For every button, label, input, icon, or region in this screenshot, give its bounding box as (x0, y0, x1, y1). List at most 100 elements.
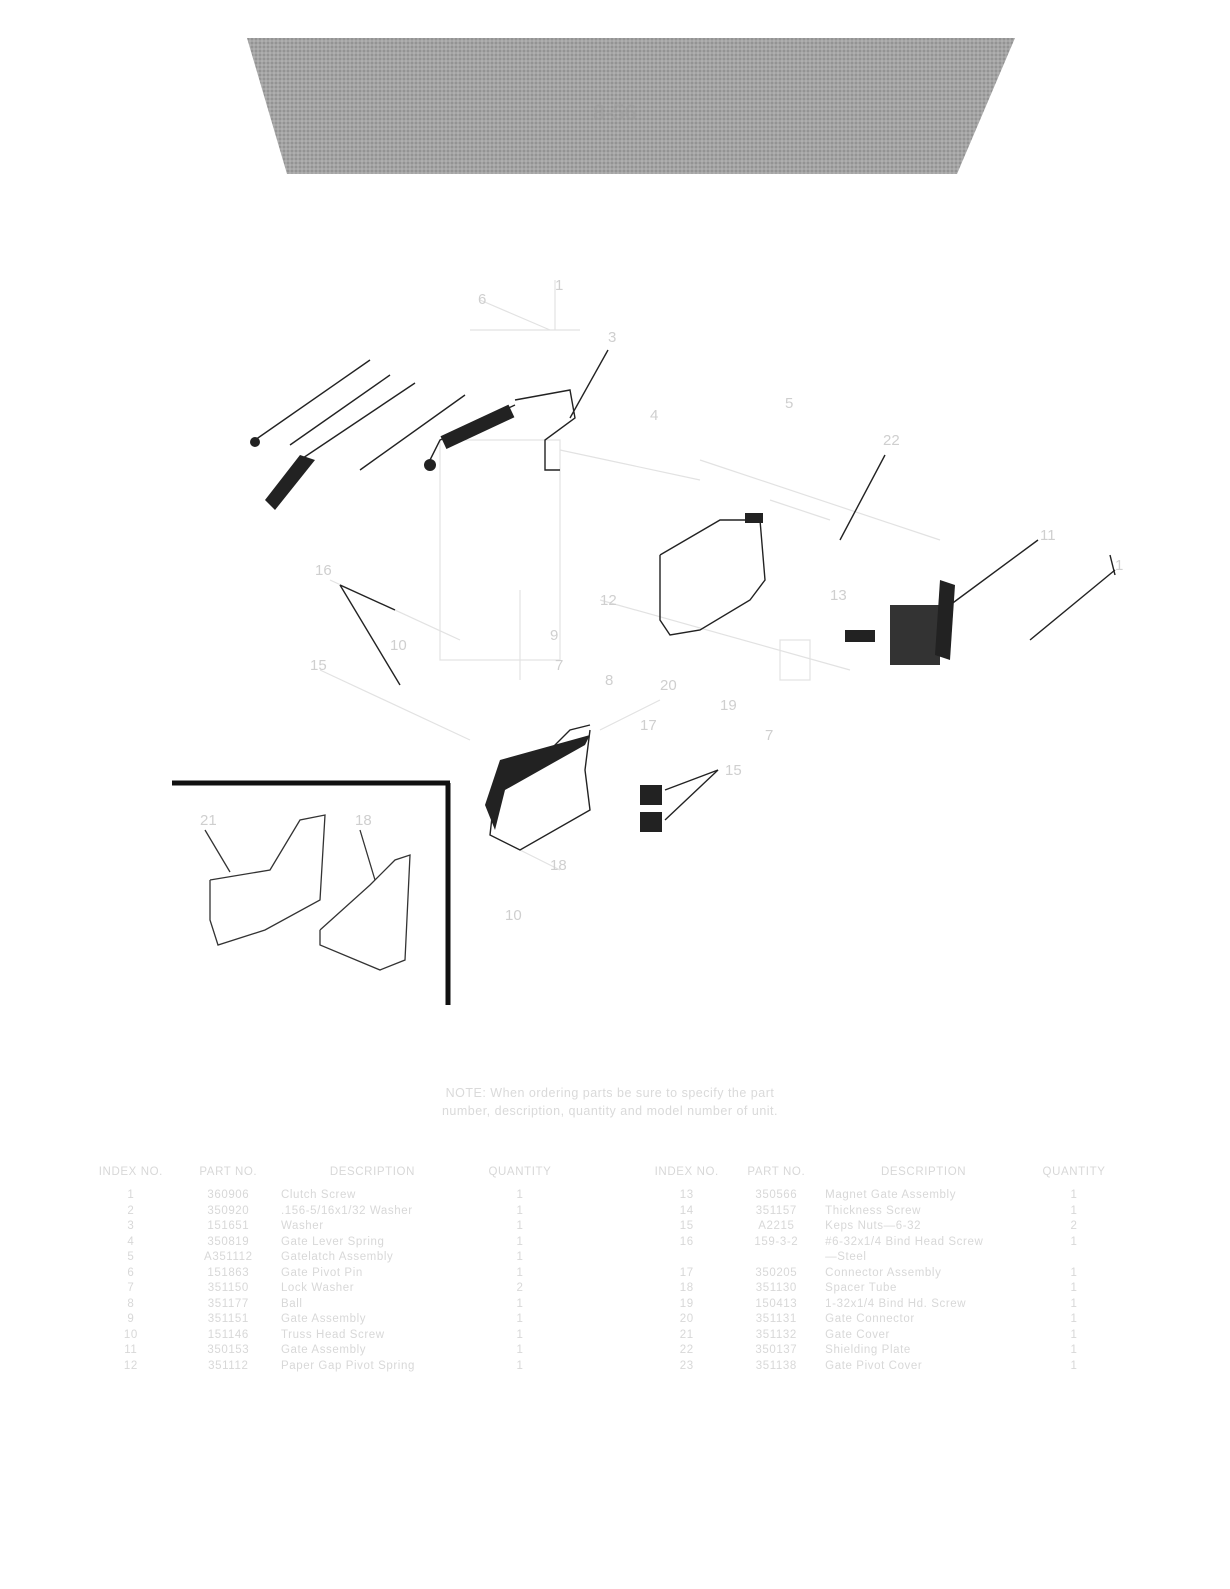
cell-index: 19 (679, 1297, 694, 1310)
cell-index: 8 (127, 1297, 135, 1310)
callout: 19 (720, 697, 737, 714)
cell-index: 7 (127, 1282, 135, 1294)
cell-desc: Connector Assembly (825, 1266, 942, 1279)
ordering-note: NOTE: When ordering parts be sure to spe… (380, 1084, 840, 1120)
callout: 12 (600, 592, 617, 609)
cell-qty: 1 (1070, 1189, 1078, 1201)
cell-index: 3 (127, 1220, 135, 1232)
cell-index: 18 (679, 1282, 694, 1294)
cell-qty (1028, 1250, 1120, 1266)
cell-desc: —Steel (825, 1251, 867, 1263)
cell-index (640, 1250, 733, 1266)
cell-desc: Gatelatch Assembly (280, 1251, 394, 1263)
cell-qty: 1 (1070, 1235, 1078, 1248)
cell-part: 151651 (207, 1220, 250, 1232)
col-header: PART NO. (747, 1166, 806, 1178)
cell-desc: Magnet Gate Assembly (825, 1189, 957, 1201)
cell-part: 159-3-2 (754, 1235, 799, 1248)
callout: 15 (310, 657, 327, 674)
cell-index: 17 (679, 1266, 694, 1279)
cell-index: 9 (127, 1313, 135, 1325)
callout: 18 (550, 857, 567, 874)
cell-desc: Spacer Tube (825, 1282, 897, 1294)
cell-part: 351130 (755, 1282, 797, 1294)
callout: 3 (608, 329, 616, 346)
cell-desc: Gate Cover (825, 1328, 890, 1341)
cell-part: 150413 (755, 1297, 798, 1310)
cell-index: 22 (679, 1344, 694, 1356)
cell-qty: 1 (1070, 1328, 1078, 1341)
callout: 10 (505, 907, 522, 924)
cell-desc: .156-5/16x1/32 Washer (280, 1204, 413, 1217)
parts-table-left: INDEX NO. PART NO. DESCRIPTION QUANTITY … (80, 1166, 570, 1374)
cell-part: 151863 (207, 1266, 250, 1279)
cell-qty: 1 (516, 1220, 524, 1232)
callout: 4 (650, 407, 658, 424)
note-line: NOTE: When ordering parts be sure to spe… (445, 1086, 775, 1100)
cell-part: 350137 (755, 1344, 798, 1356)
cell-part: A351112 (204, 1251, 253, 1263)
cell-index: 13 (679, 1189, 694, 1201)
cell-qty: 1 (1070, 1266, 1078, 1279)
cell-qty: 1 (516, 1344, 524, 1356)
section-banner (247, 38, 1015, 174)
cell-qty: 1 (1070, 1359, 1078, 1372)
cell-index: 6 (127, 1266, 135, 1279)
cell-index: 16 (679, 1235, 694, 1248)
cell-part: 350920 (207, 1204, 250, 1217)
cell-index: 4 (127, 1235, 135, 1248)
table-row: 13 350566 Magnet Gate Assembly 1 (640, 1188, 1120, 1204)
callout: 21 (200, 812, 217, 829)
callout: 22 (883, 432, 900, 449)
col-header: PART NO. (199, 1166, 258, 1178)
cell-desc: Gate Lever Spring (280, 1235, 385, 1248)
cell-qty: 1 (1070, 1297, 1078, 1310)
cell-qty: 1 (516, 1235, 524, 1248)
cell-qty: 1 (1070, 1344, 1078, 1356)
col-header: INDEX NO. (98, 1166, 163, 1178)
table-row: 22 350137 Shielding Plate 1 (640, 1343, 1120, 1359)
callout: 16 (315, 562, 332, 579)
table-row: 23 351138 Gate Pivot Cover 1 (640, 1359, 1120, 1375)
callout: 11 (1040, 527, 1056, 544)
cell-part: 351132 (755, 1328, 797, 1341)
cell-part: 351157 (755, 1204, 797, 1217)
callout: 20 (660, 677, 677, 694)
cell-part: 351112 (208, 1359, 249, 1372)
cell-part: 350566 (755, 1189, 798, 1201)
callout: 18 (355, 812, 372, 829)
inset-detail: 21 18 (172, 780, 451, 1005)
cell-desc: Shielding Plate (825, 1344, 911, 1356)
cell-desc: Gate Pivot Cover (825, 1359, 923, 1372)
callout: 6 (478, 291, 486, 308)
parts-table-right: INDEX NO. PART NO. DESCRIPTION QUANTITY … (640, 1166, 1120, 1374)
exploded-parts-diagram: 6 1 3 4 5 22 11 1 16 10 15 12 9 7 8 20 1… (172, 277, 1123, 1005)
cell-desc: Gate Connector (825, 1313, 915, 1325)
cell-index: 15 (679, 1220, 694, 1232)
callout: 7 (765, 727, 773, 744)
cell-desc: Paper Gap Pivot Spring (280, 1359, 415, 1372)
cell-index: 23 (679, 1359, 694, 1372)
cell-desc: Lock Washer (280, 1282, 355, 1294)
cell-desc: Gate Pivot Pin (280, 1266, 363, 1279)
cell-part: 360906 (207, 1189, 250, 1201)
cell-part: A2215 (758, 1220, 795, 1232)
callout: 5 (785, 395, 793, 412)
cell-desc: Gate Assembly (280, 1313, 367, 1325)
cell-part: 351138 (755, 1359, 797, 1372)
